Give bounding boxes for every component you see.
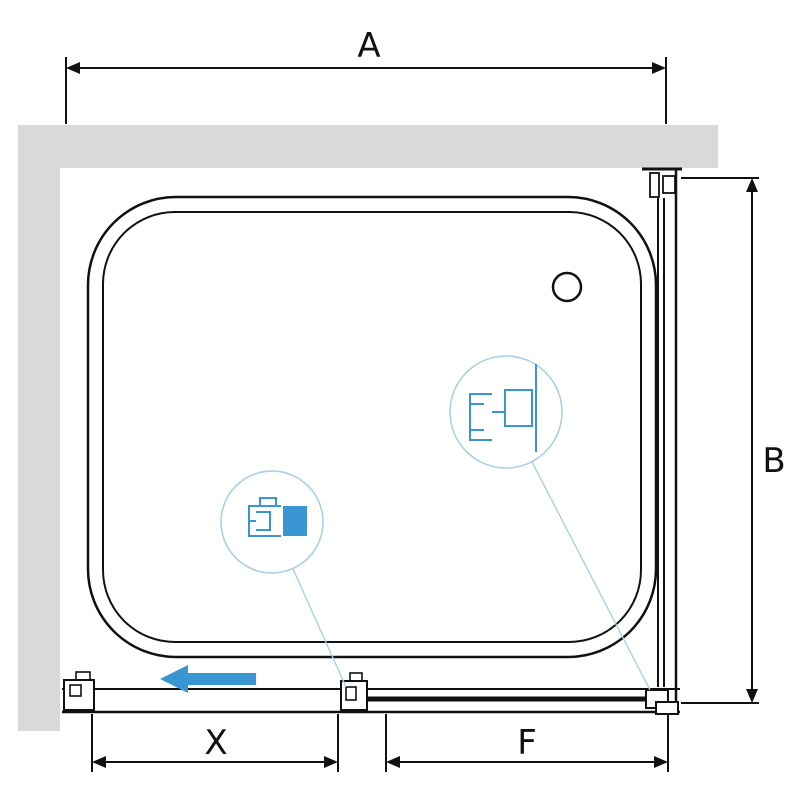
dim-b-label: B bbox=[762, 441, 785, 481]
left-corner-bracket bbox=[63, 671, 95, 711]
detail-glass-section bbox=[504, 389, 533, 427]
tray-outline bbox=[86, 195, 658, 659]
shower-tray bbox=[86, 195, 658, 659]
dim-x-label: X bbox=[204, 723, 227, 763]
dim-b-arrow-bottom-icon bbox=[746, 689, 758, 703]
top-wall-profile-bracket bbox=[649, 172, 660, 198]
walls bbox=[18, 125, 718, 731]
dimension-a: A bbox=[65, 26, 667, 124]
wall-left bbox=[18, 125, 60, 731]
dimension-b: B bbox=[681, 177, 786, 704]
wall-profile-detail bbox=[469, 364, 537, 452]
dim-a-label: A bbox=[357, 26, 380, 66]
seal-profile-detail bbox=[248, 497, 307, 537]
leader-line-right-detail bbox=[531, 461, 651, 691]
dim-x-arrow-left-icon bbox=[92, 756, 106, 768]
door-direction-arrow-icon bbox=[160, 665, 256, 693]
bottom-track bbox=[62, 671, 680, 715]
leader-line-left-detail bbox=[292, 568, 347, 688]
drain-icon bbox=[551, 271, 583, 303]
detail-circle-left bbox=[220, 470, 324, 574]
detail-seal-strip bbox=[283, 506, 307, 536]
fixed-side-panel bbox=[642, 167, 682, 712]
detail-callouts bbox=[220, 355, 651, 691]
dim-f-arrow-left-icon bbox=[386, 756, 400, 768]
dimension-x: X bbox=[91, 714, 339, 772]
dim-b-arrow-top-icon bbox=[746, 178, 758, 192]
middle-track-bracket bbox=[340, 672, 368, 711]
dimension-f: F bbox=[385, 714, 669, 772]
tray-inner-outline bbox=[102, 211, 642, 643]
dim-x-arrow-right-icon bbox=[324, 756, 338, 768]
dim-f-arrow-right-icon bbox=[654, 756, 668, 768]
wall-top bbox=[18, 125, 718, 168]
detail-profile-channel bbox=[469, 393, 492, 441]
top-wall-profile-clip bbox=[662, 175, 676, 194]
right-corner-bracket bbox=[645, 689, 679, 715]
dim-f-label: F bbox=[517, 723, 537, 763]
dim-a-arrow-left-icon bbox=[66, 62, 80, 74]
dim-a-arrow-right-icon bbox=[652, 62, 666, 74]
